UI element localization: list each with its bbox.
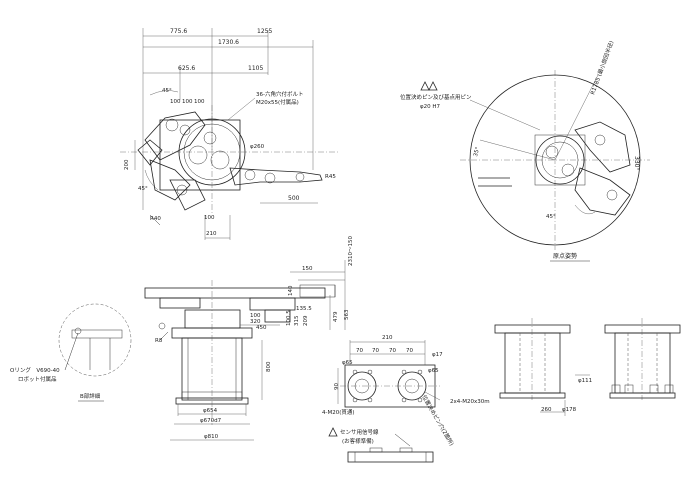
origin-view: 位置決めピン及び基点用ピン φ20 H7 R1785 (最小旋回半径) 330°… bbox=[400, 40, 650, 262]
plate-dim-210: 210 bbox=[382, 335, 393, 341]
origin-note-line1: 位置決めピン及び基点用ピン bbox=[400, 93, 472, 101]
dim-100-c: 100 bbox=[194, 99, 205, 105]
side-dim-315: 315 bbox=[294, 315, 300, 326]
plate-dim-phi17: φ17 bbox=[432, 352, 443, 358]
side-dim-r8: R8 bbox=[155, 338, 163, 344]
plate-dim-phi65-a: φ65 bbox=[342, 360, 353, 366]
side-dim-phi810: φ810 bbox=[204, 434, 219, 440]
side-view: 2310～150 150 140 100 320 450 100.5 315 2… bbox=[144, 236, 354, 441]
dim-phi260: φ260 bbox=[250, 144, 265, 150]
dim-r40: R40 bbox=[150, 216, 161, 222]
plate-dim-2x4-m20: 2x4-M20x30m bbox=[450, 399, 490, 405]
dim-625-6: 625.6 bbox=[178, 65, 195, 72]
side-dim-100: 100 bbox=[250, 313, 261, 319]
plate-dim-70-d: 70 bbox=[406, 348, 413, 354]
side-dim-450: 450 bbox=[256, 325, 267, 331]
side-dim-2310: 2310～150 bbox=[348, 236, 354, 266]
plate-dim-70-c: 70 bbox=[389, 348, 396, 354]
detail-caption: B部詳細 bbox=[80, 392, 101, 400]
dim-500: 500 bbox=[288, 195, 300, 202]
pedestal-right: φ111 260 φ178 bbox=[540, 318, 681, 416]
detail-robot-accessory: ロボット付属品 bbox=[18, 375, 57, 383]
side-dim-phi670d7: φ670d7 bbox=[200, 418, 222, 424]
dim-100-bottom: 100 bbox=[204, 215, 215, 221]
side-dim-phi654: φ654 bbox=[203, 408, 218, 414]
plate-dim-70-b: 70 bbox=[372, 348, 379, 354]
angle-45-bottom: 45° bbox=[138, 186, 148, 192]
sensor-note: センサ用信号線 (お客様準備) bbox=[328, 427, 434, 463]
side-dim-209: 209 bbox=[303, 315, 309, 326]
ped-dim-phi178: φ178 bbox=[562, 407, 577, 413]
sensor-note-line2: (お客様準備) bbox=[342, 437, 374, 445]
side-dim-100-5: 100.5 bbox=[286, 310, 292, 326]
plate-dim-90: 90 bbox=[334, 383, 340, 390]
side-dim-135-5: 135.5 bbox=[296, 306, 312, 312]
angle-45-top: 45° bbox=[162, 88, 172, 94]
dim-1105: 1105 bbox=[248, 65, 263, 72]
dim-1255: 1255 bbox=[257, 28, 272, 35]
top-view: 775.6 1255 1730.6 625.6 1105 100 100 100… bbox=[120, 28, 340, 240]
sensor-note-line1: センサ用信号線 bbox=[340, 428, 379, 436]
origin-note-line2: φ20 H7 bbox=[420, 104, 441, 110]
detail-oring: Oリング V690-40 bbox=[10, 366, 60, 374]
side-dim-150: 150 bbox=[302, 266, 313, 272]
side-dim-563: 563 bbox=[344, 309, 350, 320]
origin-dim-35: 35° bbox=[473, 146, 481, 157]
dim-1730-6: 1730.6 bbox=[218, 39, 239, 46]
detail-b: Oリング V690-40 ロボット付属品 B部詳細 bbox=[10, 303, 132, 402]
origin-caption: 原点姿勢 bbox=[553, 252, 577, 260]
origin-dim-330: 330° bbox=[633, 156, 640, 170]
plate-dim-70-a: 70 bbox=[356, 348, 363, 354]
side-dim-320: 320 bbox=[250, 319, 261, 325]
dim-100-b: 100 bbox=[182, 99, 193, 105]
ped-dim-phi111: φ111 bbox=[578, 378, 592, 384]
bolt-note-line2: M20x55(付属品) bbox=[256, 98, 299, 106]
side-dim-140: 140 bbox=[288, 285, 294, 296]
origin-dim-r1785: R1785 (最小旋回半径) bbox=[588, 40, 615, 96]
dim-100-a: 100 bbox=[170, 99, 181, 105]
origin-dim-45: 45° bbox=[546, 214, 556, 220]
plate-dim-4-m20: 4-M20(貫通) bbox=[322, 408, 355, 416]
plate-dim-phi65-b: φ65 bbox=[428, 368, 439, 374]
side-dim-800: 800 bbox=[266, 361, 272, 372]
dim-200: 200 bbox=[124, 159, 130, 170]
ped-dim-260: 260 bbox=[541, 407, 552, 413]
side-dim-479: 479 bbox=[333, 311, 339, 322]
bolt-note-line1: 36-六角穴付ボルト bbox=[256, 90, 303, 98]
pedestal-left bbox=[494, 318, 571, 400]
dim-210: 210 bbox=[206, 231, 217, 237]
dim-r45: R45 bbox=[325, 174, 336, 180]
dim-775-6: 775.6 bbox=[170, 28, 187, 35]
